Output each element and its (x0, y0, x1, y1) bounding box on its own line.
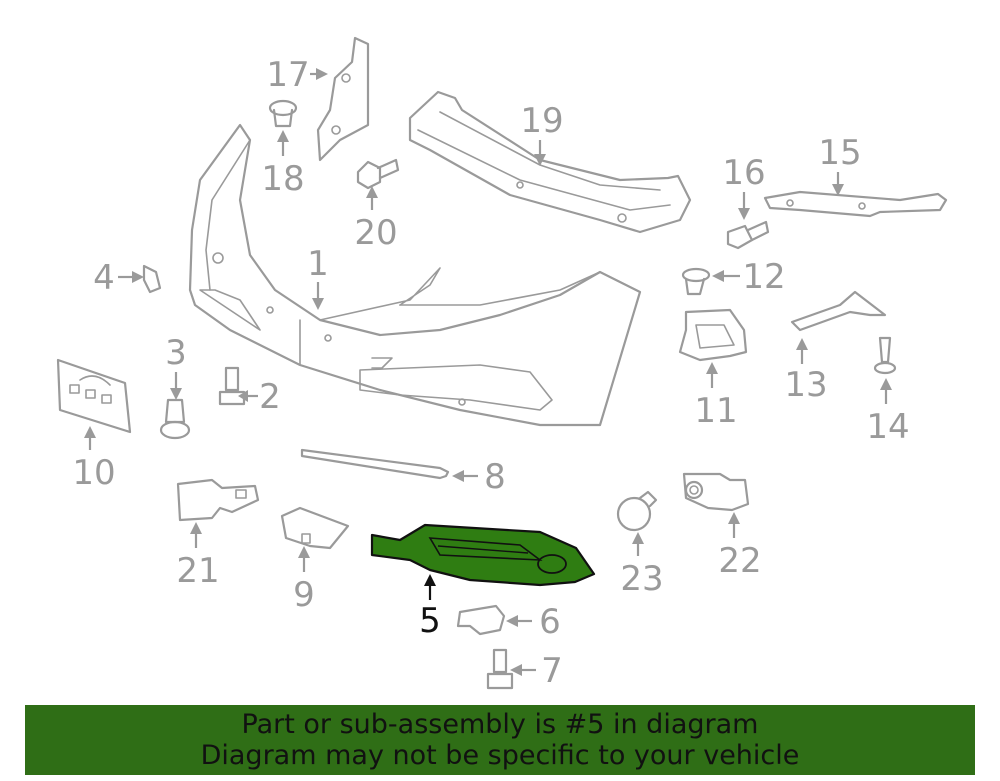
callout-18: 18 (261, 130, 305, 199)
callout-15: 15 (818, 133, 862, 196)
callout-number: 2 (259, 377, 281, 417)
callout-number-highlighted: 5 (419, 601, 441, 641)
cover-part-6[interactable] (456, 604, 506, 636)
callout-number: 4 (93, 258, 115, 298)
callout-5: 5 (419, 574, 441, 641)
callout-12: 12 (712, 257, 786, 297)
screw-part-14[interactable] (873, 336, 897, 375)
callout-number: 12 (742, 257, 785, 297)
callout-number: 18 (261, 159, 304, 199)
callout-number: 20 (354, 213, 397, 253)
callout-9: 9 (293, 546, 315, 615)
callout-number: 14 (866, 407, 909, 447)
callout-3: 3 (165, 333, 187, 400)
bracket-part-13[interactable] (790, 290, 887, 332)
bracket-part-15[interactable] (763, 190, 948, 218)
sensor-bracket-part-21[interactable] (176, 478, 260, 522)
callout-number: 21 (176, 551, 219, 591)
callout-number: 15 (818, 133, 861, 173)
side-bracket-part-11[interactable] (678, 308, 748, 362)
callout-number: 23 (620, 559, 663, 599)
callout-11: 11 (694, 362, 738, 431)
molding-part-8[interactable] (300, 448, 450, 480)
callout-number: 6 (539, 602, 561, 642)
callout-8: 8 (452, 457, 506, 497)
callout-14: 14 (866, 378, 910, 447)
banner-line-part-number: Part or sub-assembly is #5 in diagram (241, 709, 759, 740)
callout-22: 22 (718, 512, 762, 581)
callout-number: 3 (165, 333, 187, 373)
license-bracket-part-10[interactable] (56, 358, 132, 434)
banner-line-disclaimer: Diagram may not be specific to your vehi… (200, 740, 800, 771)
callout-16: 16 (722, 153, 766, 220)
callout-number: 22 (718, 541, 761, 581)
clip-part-12[interactable] (681, 267, 711, 296)
clip-part-18[interactable] (268, 99, 298, 128)
callout-21: 21 (176, 522, 220, 591)
callout-number: 9 (293, 575, 315, 615)
push-clip-part-3[interactable] (159, 398, 191, 440)
callout-6: 6 (506, 602, 561, 642)
parking-sensor-part-22[interactable] (682, 472, 750, 512)
bumper-reinforcement-part-19[interactable] (408, 90, 692, 234)
callout-2: 2 (238, 377, 281, 417)
callout-number: 1 (307, 244, 329, 284)
callout-1: 1 (307, 244, 329, 310)
callout-10: 10 (72, 426, 116, 493)
callout-number: 11 (694, 391, 737, 431)
bolt-part-16[interactable] (726, 220, 770, 250)
clip-part-4[interactable] (142, 264, 162, 294)
callout-number: 13 (784, 365, 827, 405)
callout-number: 19 (520, 101, 563, 141)
diagram-notice-banner: Part or sub-assembly is #5 in diagram Di… (25, 705, 975, 775)
callout-19: 19 (520, 101, 564, 166)
callout-7: 7 (510, 651, 563, 691)
callout-number: 16 (722, 153, 765, 193)
bolt-part-7[interactable] (486, 648, 514, 690)
bolt-part-2[interactable] (218, 366, 246, 406)
bumper-cover-part-1[interactable] (188, 123, 642, 427)
callout-number: 10 (72, 453, 115, 493)
ring-part-23[interactable] (616, 490, 658, 532)
bracket-part-9[interactable] (280, 506, 350, 550)
callout-13: 13 (784, 338, 828, 405)
bracket-part-17[interactable] (316, 36, 370, 162)
lower-grille-part-5[interactable] (370, 523, 596, 587)
exploded-parts-diagram: 1 2 3 4 5 6 7 (56, 36, 948, 691)
callout-23: 23 (620, 532, 664, 599)
callout-4: 4 (93, 258, 144, 298)
callout-number: 8 (484, 457, 506, 497)
callout-17: 17 (266, 55, 328, 95)
callout-20: 20 (354, 186, 398, 253)
bolt-part-20[interactable] (356, 158, 400, 190)
callout-number: 17 (266, 55, 309, 95)
callout-number: 7 (541, 651, 563, 691)
